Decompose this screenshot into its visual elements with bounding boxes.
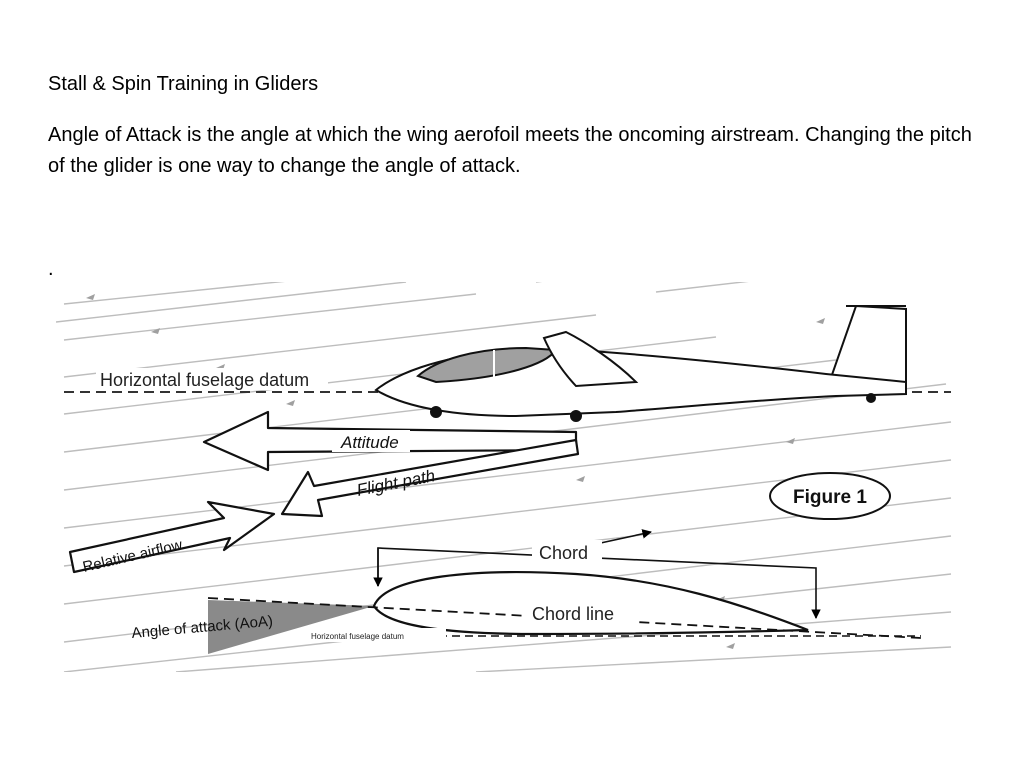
figure-svg: Horizontal fuselage datum Attitude — [55, 261, 952, 673]
slide-text: Stall & Spin Training in Gliders Angle o… — [48, 70, 988, 182]
aoa-wedge — [208, 600, 374, 654]
figure-badge: Figure 1 — [769, 472, 891, 520]
chord-label: Chord — [539, 543, 588, 563]
attitude-label: Attitude — [340, 433, 399, 452]
slide-paragraph: Angle of Attack is the angle at which th… — [48, 124, 972, 177]
chord-line-label: Chord line — [532, 604, 614, 624]
stray-dot: . — [48, 258, 54, 280]
horizontal-datum-label: Horizontal fuselage datum — [100, 370, 309, 390]
slide-title: Stall & Spin Training in Gliders — [48, 73, 319, 95]
glider-illustration — [374, 304, 907, 422]
relative-airflow-arrow: Relative airflow — [68, 500, 276, 576]
lower-datum-label: Horizontal fuselage datum — [311, 632, 404, 641]
figure-badge-label: Figure 1 — [793, 487, 867, 508]
angle-of-attack-figure: Horizontal fuselage datum Attitude — [55, 261, 956, 673]
